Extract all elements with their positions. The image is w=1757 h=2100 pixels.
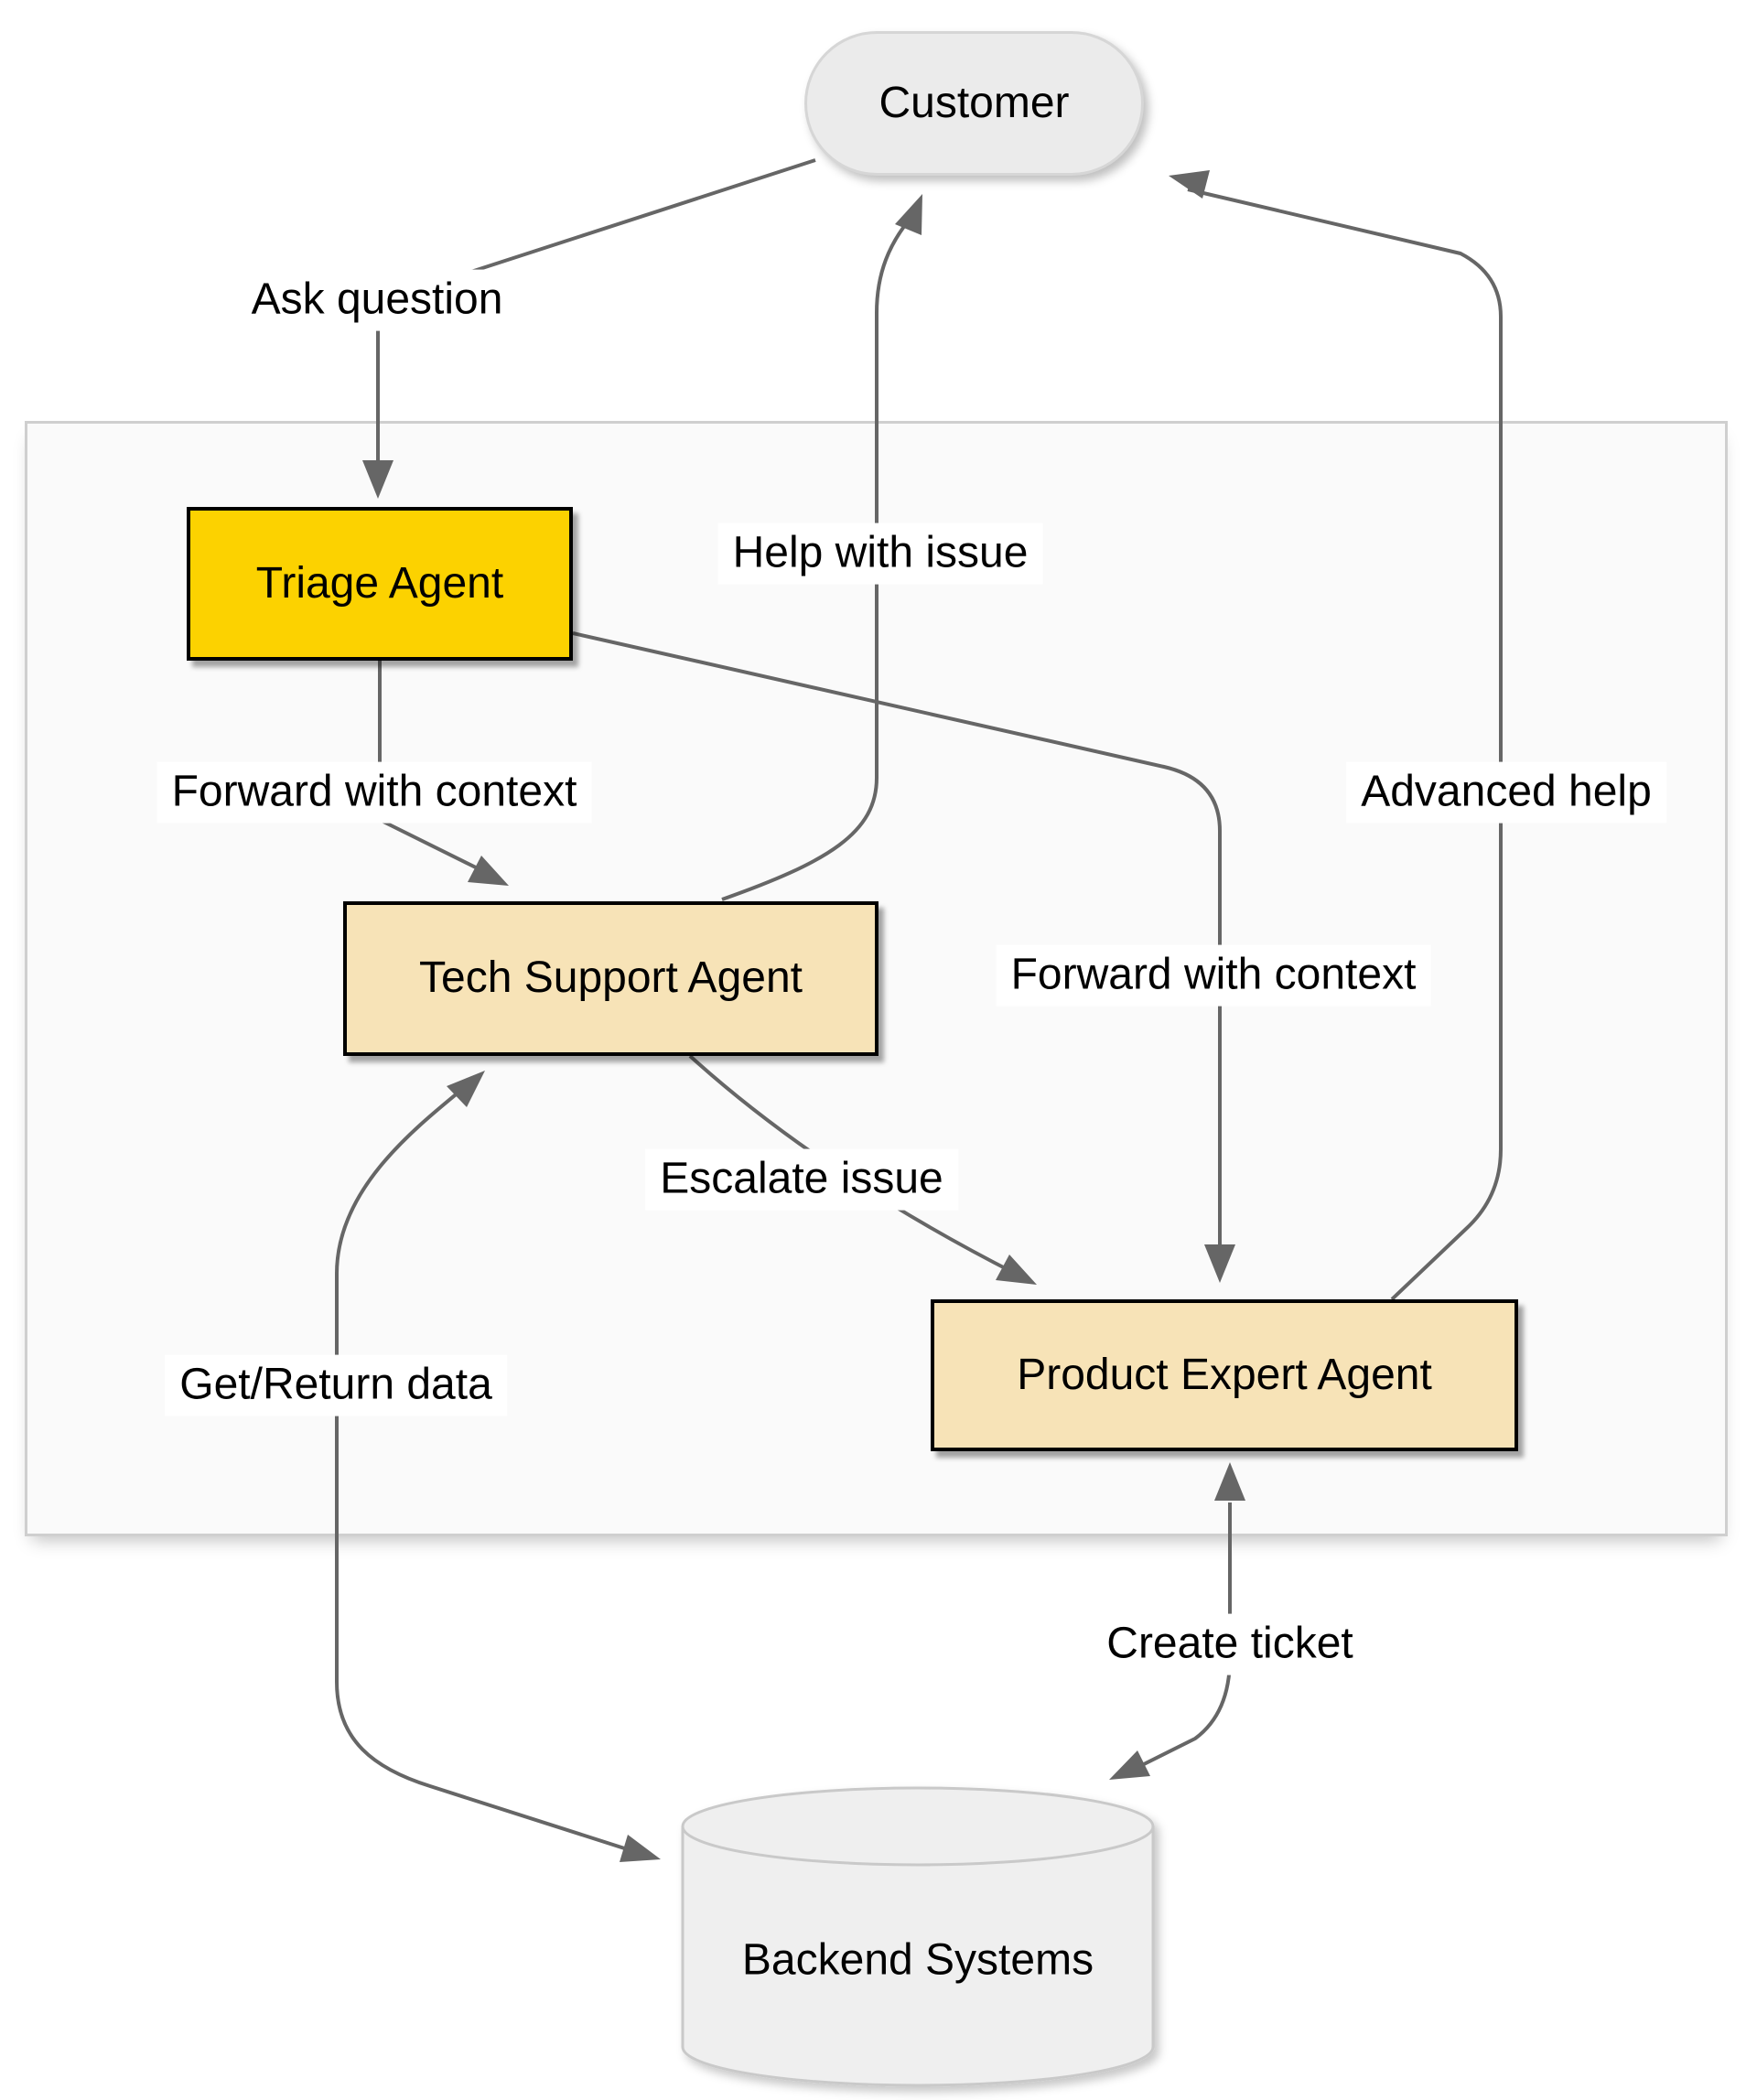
node-product-expert-agent: Product Expert Agent [931, 1299, 1518, 1451]
arrowhead-escalate-issue [996, 1255, 1037, 1285]
node-customer: Customer [804, 31, 1144, 176]
edge-label-ask-question: Ask question [236, 269, 518, 331]
node-backend-systems: Backend Systems [681, 1786, 1155, 2087]
node-product-expert-agent-label: Product Expert Agent [1017, 1350, 1432, 1399]
edge-forward-with-context-to-product-line [572, 631, 1222, 1244]
edge-label-advanced-help: Advanced help [1346, 761, 1666, 824]
arrowhead-create-ticket-up [1214, 1462, 1245, 1501]
edge-get-return-data-line [335, 1085, 640, 1855]
backend-cylinder-top [681, 1786, 1155, 1867]
arrowhead-ask-question [362, 460, 393, 499]
node-customer-label: Customer [878, 78, 1070, 127]
arrowhead-forward-with-context-to-tech [468, 856, 509, 886]
node-triage-agent: Triage Agent [187, 507, 573, 661]
arrowhead-forward-with-context-to-product [1204, 1244, 1235, 1283]
arrowhead-advanced-help [1169, 170, 1210, 199]
node-tech-support-agent-label: Tech Support Agent [419, 953, 803, 1003]
node-triage-agent-label: Triage Agent [255, 558, 504, 608]
backend-cylinder-body [681, 1826, 1155, 2087]
edge-label-forward-with-context-to-tech: Forward with context [156, 761, 592, 824]
arrowhead-help-with-issue [895, 194, 922, 235]
node-backend-systems-label: Backend Systems [742, 1936, 1094, 1985]
arrowhead-get-return-data-up [447, 1071, 485, 1107]
edge-label-help-with-issue: Help with issue [717, 522, 1043, 585]
edge-help-with-issue-line [721, 215, 913, 901]
edge-advanced-help-line [1187, 188, 1503, 1301]
node-tech-support-agent: Tech Support Agent [343, 901, 878, 1056]
edge-label-forward-with-context-to-product: Forward with context [996, 944, 1431, 1007]
edge-label-get-return-data: Get/Return data [165, 1354, 507, 1416]
arrowhead-create-ticket-down [1109, 1750, 1150, 1780]
edge-label-escalate-issue: Escalate issue [645, 1148, 958, 1211]
arrowheads [362, 170, 1245, 1862]
edge-label-create-ticket: Create ticket [1092, 1613, 1368, 1675]
arrowhead-get-return-data-down [620, 1835, 661, 1862]
